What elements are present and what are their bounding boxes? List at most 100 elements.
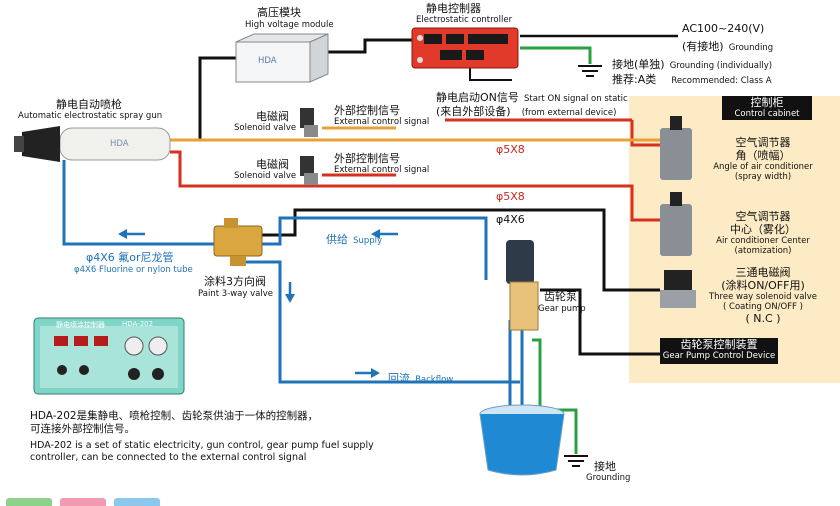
- ext-signal1-en: External control signal: [334, 117, 430, 127]
- supply-cn: 供给: [326, 233, 348, 246]
- bucket-shape: [479, 404, 565, 476]
- description-en1: HDA-202 is a set of static electricity, …: [30, 440, 374, 451]
- es-controller-box: [411, 27, 519, 69]
- ground-line-top: [520, 46, 592, 64]
- description-cn1: HDA-202是集静电、喷枪控制、齿轮泵供油于一体的控制器，: [30, 410, 319, 422]
- ac-angle-en2: (spray width): [734, 172, 792, 182]
- gp-control-en: Gear Pump Control Device: [662, 351, 776, 361]
- ac-center-label: 空气调节器 中心（雾化） Air conditioner Center (ato…: [704, 210, 822, 256]
- cabinet-tag: 控制柜 Control cabinet: [722, 96, 812, 120]
- three-way-label: 三通电磁阀 (涂料ON/OFF用) Three way solenoid val…: [700, 266, 826, 325]
- blue-tube-gun: [62, 160, 214, 246]
- on-signal-en2: (from external device): [521, 108, 617, 118]
- red-cable-cabinet-drop: [630, 120, 660, 147]
- es-controller-cn: 静电控制器: [426, 2, 481, 15]
- es-controller-en: Electrostatic controller: [416, 15, 513, 25]
- three-way-en1: Three way solenoid valve: [708, 292, 818, 302]
- solenoid1-cn: 电磁阀: [256, 110, 289, 123]
- three-way-cn1: 三通电磁阀: [735, 266, 791, 279]
- on-signal-line1: 静电启动ON信号 Start ON signal on static: [436, 86, 628, 105]
- hv-module-cn: 高压模块: [257, 6, 301, 19]
- device-model: HDA-202: [122, 320, 154, 328]
- ac-angle-en1: Angle of air conditioner: [713, 162, 813, 172]
- ac-angle-cn2: 角（喷幅）: [735, 149, 791, 162]
- ground-symbol-top: [578, 65, 602, 77]
- three-way-nc: ( N.C ): [745, 312, 781, 325]
- hv-module-box: [235, 33, 329, 83]
- on-signal-cn1: 静电启动ON信号: [436, 91, 519, 104]
- backflow-en: Backflow: [415, 375, 454, 385]
- ac-angle-cn1: 空气调节器: [735, 136, 791, 149]
- gear-pump-en: Gear pump: [538, 304, 586, 314]
- on-signal-en1: Start ON signal on static: [523, 94, 628, 104]
- cable-hv-controller: [328, 38, 412, 54]
- spray-gun-shape: [14, 126, 171, 162]
- black-tube: [262, 208, 660, 292]
- three-way-en2: ( Coating ON/OFF ): [723, 302, 803, 312]
- ac-angle-label: 空气调节器 角（喷幅） Angle of air conditioner (sp…: [704, 136, 822, 182]
- power-ground-en: Grounding: [728, 43, 774, 53]
- cabinet-en: Control cabinet: [734, 109, 800, 119]
- ext-signal2-cn: 外部控制信号: [334, 152, 400, 165]
- gear-pump-shape: [506, 240, 539, 331]
- ext-signal2-en: External control signal: [334, 165, 430, 175]
- red-tube: [170, 150, 660, 222]
- gp-control-cn: 齿轮泵控制装置: [680, 338, 758, 351]
- regulator-center-shape: [660, 192, 692, 256]
- hv-module-logo: HDA: [258, 56, 277, 66]
- decor-tab-green: [6, 498, 52, 506]
- decor-tab-blue: [114, 498, 160, 506]
- on-signal-line2: (来自外部设备) (from external device): [436, 100, 616, 119]
- solenoid-valve-2-shape: [300, 156, 318, 185]
- solenoid2-cn: 电磁阀: [256, 158, 289, 171]
- solenoid-valve-1-shape: [300, 108, 318, 137]
- tube-orange-label: φ5X8: [496, 143, 525, 156]
- supply-label: 供给 Supply: [326, 228, 382, 247]
- power-ground-note: (有接地) Grounding: [682, 35, 773, 54]
- fluoro-en: φ4X6 Fluorine or nylon tube: [74, 265, 193, 275]
- regulator-angle-shape: [660, 116, 692, 180]
- flow-arrows: [118, 229, 398, 378]
- power-voltage: AC100~240(V): [682, 22, 765, 35]
- backflow-cn: 回流: [388, 372, 410, 385]
- gear-pump-cn: 齿轮泵: [544, 290, 577, 303]
- paint-valve-cn: 涂料3方向阀: [204, 275, 266, 288]
- gp-control-tag: 齿轮泵控制装置 Gear Pump Control Device: [660, 338, 778, 364]
- description-en2: controller, can be connected to the exte…: [30, 452, 307, 463]
- solenoid2-en: Solenoid valve: [234, 171, 297, 181]
- ground-top-cn2: 推荐:A类: [612, 73, 657, 86]
- three-way-valve-shape: [660, 270, 696, 308]
- ac-center-cn1: 空气调节器: [735, 210, 791, 223]
- solenoid1-en: Solenoid valve: [234, 123, 297, 133]
- blue-supply: [262, 216, 488, 280]
- ground-top-en1: Grounding (individually): [669, 61, 773, 71]
- tube-black-label: φ4X6: [496, 213, 525, 226]
- power-ground-cn: (有接地): [682, 40, 724, 53]
- ground-bottom-en: Grounding: [586, 473, 631, 483]
- paint-valve-shape: [213, 218, 263, 266]
- ground-top-en2: Recommended: Class A: [671, 76, 772, 86]
- decor-tab-pink: [60, 498, 106, 506]
- description-cn2: 可连接外部控制信号。: [30, 423, 135, 435]
- ext-signal1-cn: 外部控制信号: [334, 104, 400, 117]
- three-way-cn2: (涂料ON/OFF用): [721, 279, 805, 292]
- spray-gun-logo: HDA: [110, 139, 129, 149]
- paint-valve-en: Paint 3-way valve: [198, 289, 273, 299]
- ground-bottom-cn: 接地: [594, 460, 616, 473]
- fluoro-cn: φ4X6 氟or尼龙管: [86, 251, 174, 264]
- spray-gun-en: Automatic electrostatic spray gun: [18, 111, 163, 121]
- ground-symbol-bottom: [564, 455, 588, 467]
- ground-top-line2: 推荐:A类 Recommended: Class A: [612, 68, 772, 87]
- ac-center-cn2: 中心（雾化）: [730, 223, 796, 236]
- on-signal-cn2: (来自外部设备): [436, 105, 511, 118]
- cable-gun-hv: [180, 56, 236, 142]
- blue-backflow: [238, 260, 520, 384]
- hda202-device-shape: [33, 317, 185, 395]
- description-cn: HDA-202是集静电、喷枪控制、齿轮泵供油于一体的控制器， 可连接外部控制信号…: [30, 410, 318, 436]
- supply-en: Supply: [353, 236, 383, 246]
- gp-control-line: [540, 288, 660, 356]
- ac-center-en1: Air conditioner Center: [716, 236, 810, 246]
- device-title: 静电喷涂控制器: [56, 321, 105, 329]
- on-signal-line: [469, 66, 512, 81]
